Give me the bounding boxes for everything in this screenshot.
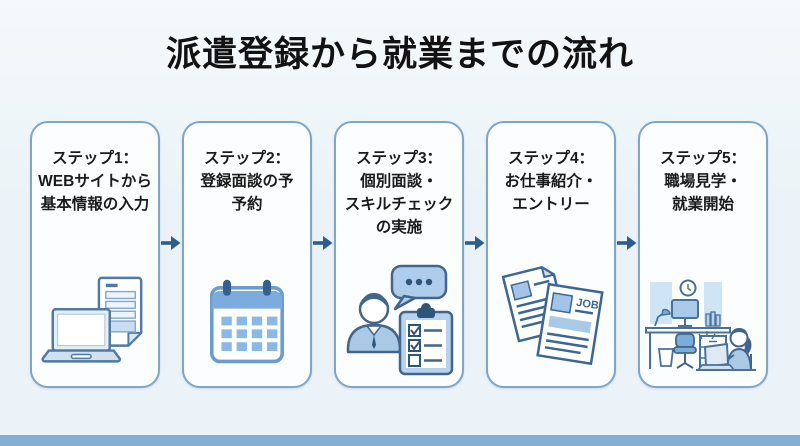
trash-bin-icon <box>657 348 675 367</box>
monitor-icon <box>671 299 699 327</box>
document-front: JOB <box>536 282 604 366</box>
laptop-and-form-icon <box>41 276 143 363</box>
page-title: 派遣登録から就業までの流れ <box>165 35 634 74</box>
right-arrow-icon <box>465 236 485 250</box>
interview-and-skill-check-icon <box>336 264 462 376</box>
step-card-3: ステップ3： 個別面談・ スキルチェック の実施 <box>334 121 464 388</box>
flow-arrow-icon <box>464 232 486 254</box>
window-left <box>650 282 672 324</box>
speech-bubble-icon <box>390 264 448 311</box>
step-2-title: ステップ2： 登録面談の予 予約 <box>200 150 294 213</box>
step-card-1: ステップ1： WEBサイトから 基本情報の入力 <box>30 121 160 388</box>
calendar-icon <box>210 279 284 364</box>
office-chair-icon <box>673 333 697 369</box>
clock-icon <box>679 279 697 297</box>
right-arrow-icon <box>617 236 637 250</box>
step-3-title: ステップ3： 個別面談・ スキルチェック の実施 <box>344 150 454 236</box>
right-arrow-icon <box>313 236 333 250</box>
books-icon <box>705 311 721 327</box>
laptop-and-form-icon <box>32 274 158 376</box>
footer-accent-bar <box>0 435 800 446</box>
step-card-4: ステップ4： お仕事紹介・ エントリー JOB <box>486 121 616 388</box>
job-documents-icon: JOB <box>501 266 604 366</box>
flow-arrow-icon <box>616 232 638 254</box>
flow-arrow-icon <box>312 232 334 254</box>
step-5-title: ステップ5： 職場見学・ 就業開始 <box>659 150 747 213</box>
checklist-clipboard-icon <box>398 303 454 376</box>
worker-at-laptop <box>696 328 756 371</box>
interview-and-skill-check-icon <box>346 264 454 376</box>
step-4-title: ステップ4： お仕事紹介・ エントリー <box>504 150 598 213</box>
desk-lamp-icon <box>654 308 671 327</box>
step-1-title: ステップ1： WEBサイトから 基本情報の入力 <box>38 150 152 213</box>
workplace-scene-icon <box>645 279 756 371</box>
workplace-scene-icon <box>640 276 766 376</box>
calendar-icon <box>184 276 310 370</box>
step-card-2: ステップ2： 登録面談の予 予約 <box>182 121 312 388</box>
flow-arrow-icon <box>160 232 182 254</box>
calendar-grid <box>221 316 278 351</box>
right-arrow-icon <box>161 236 181 250</box>
step-card-5: ステップ5： 職場見学・ 就業開始 <box>638 121 768 388</box>
desk <box>645 327 731 369</box>
laptop <box>41 308 122 363</box>
job-documents-icon: JOB <box>488 254 614 376</box>
job-label: JOB <box>575 297 599 312</box>
person-icon <box>346 293 402 354</box>
